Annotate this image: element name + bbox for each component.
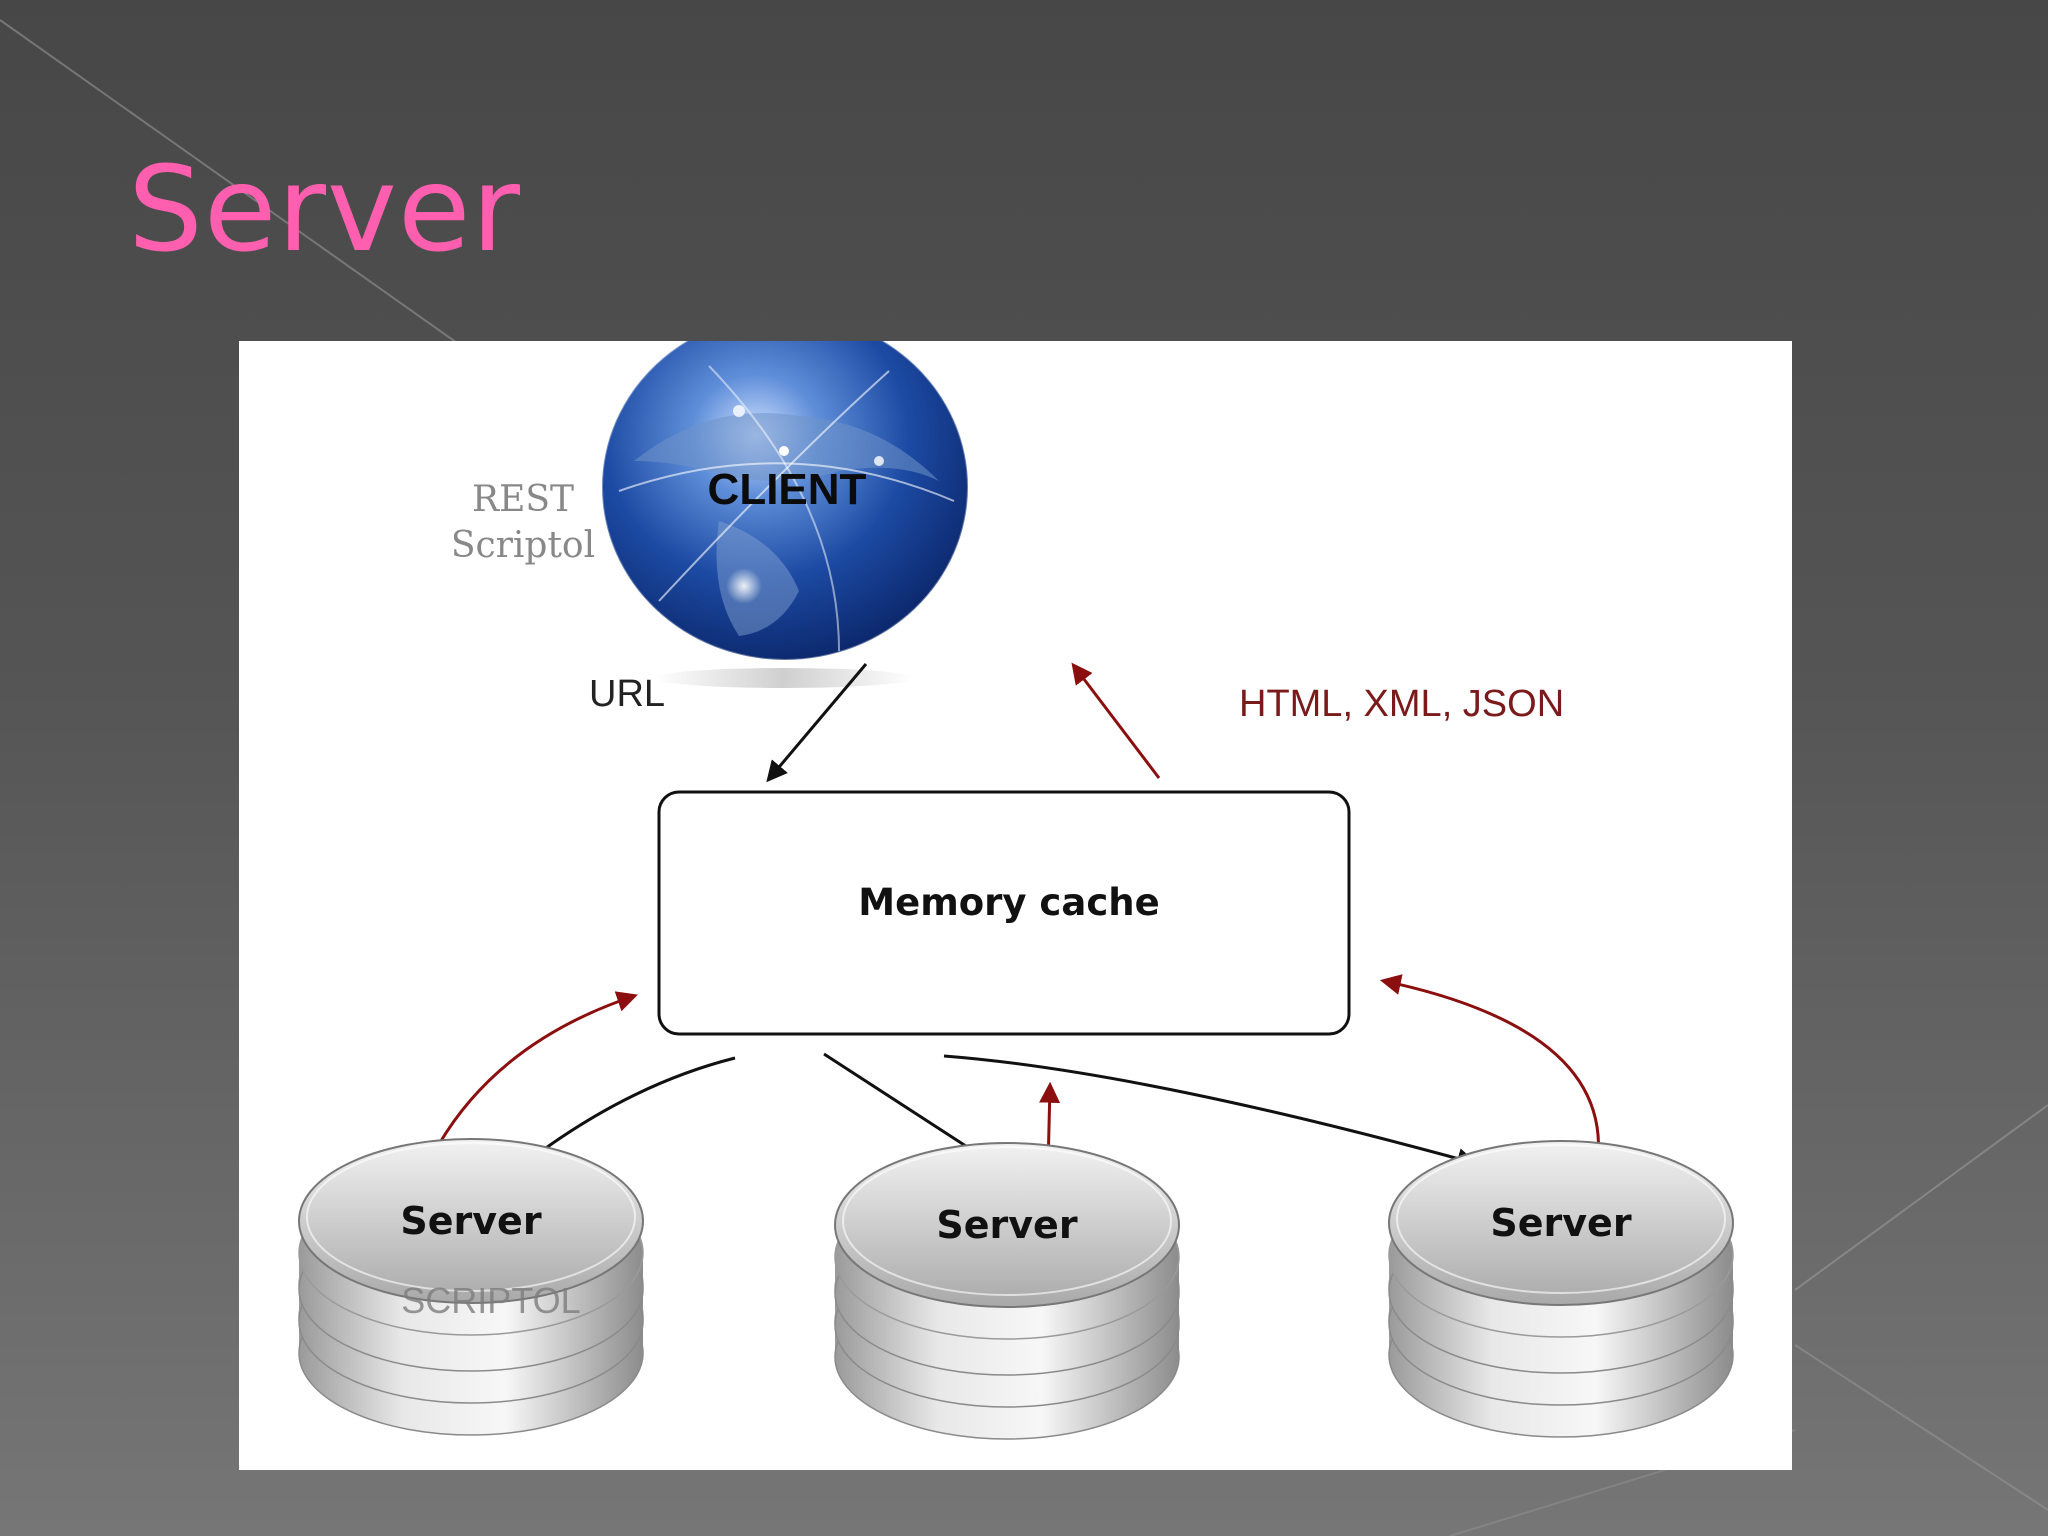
client-globe-icon: CLIENT [601, 341, 969, 688]
request-label: URL [589, 673, 665, 715]
server-3-to-cache-arrow [1379, 974, 1601, 1159]
server-1-to-cache-arrow [432, 991, 638, 1154]
server-stack-2: Server [834, 1142, 1180, 1440]
server-label: Server [1490, 1201, 1631, 1245]
watermark-line-1: REST [472, 479, 574, 520]
server-label: Server [400, 1199, 541, 1243]
architecture-diagram: REST Scriptol CLIENT URL HTML, XML, JSON [239, 341, 1792, 1470]
request-arrow [766, 663, 868, 783]
rest-scriptol-watermark: REST Scriptol [451, 479, 595, 566]
memory-cache-box: Memory cache [657, 790, 1351, 1036]
server-watermark: SCRIPTOL [401, 1280, 580, 1321]
cache-to-server-3-arrow [943, 1054, 1479, 1169]
memory-cache-label: Memory cache [858, 881, 1159, 924]
client-label: CLIENT [708, 465, 867, 514]
slide-title: Server [128, 140, 521, 278]
response-arrow [1071, 662, 1161, 779]
server-stack-3: Server [1388, 1140, 1734, 1438]
response-label: HTML, XML, JSON [1239, 683, 1564, 725]
watermark-line-2: Scriptol [451, 525, 595, 566]
server-label: Server [936, 1203, 1077, 1247]
